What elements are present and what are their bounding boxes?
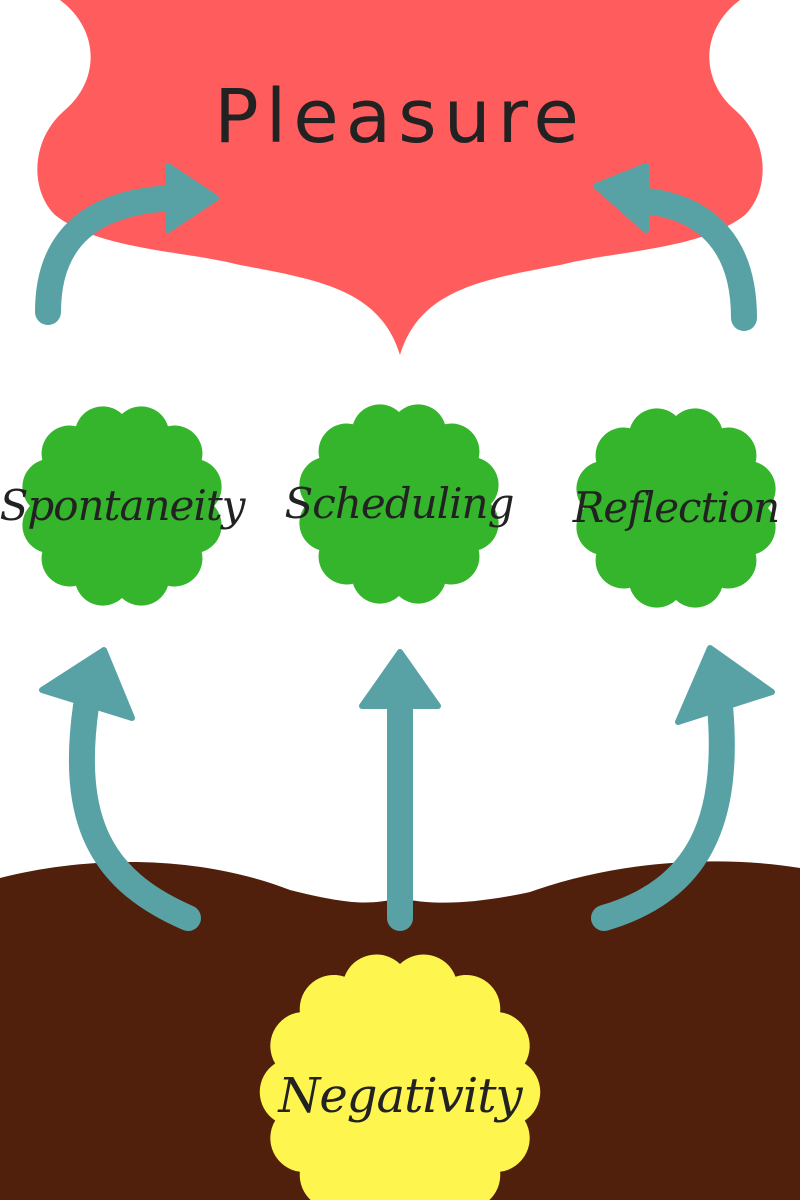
scallop-badge [299, 404, 499, 604]
node-scheduling: Scheduling [285, 404, 515, 604]
node-label: Scheduling [285, 479, 514, 528]
arrow-shaft [591, 693, 735, 931]
node-label: Reflection [572, 483, 779, 532]
node-label: Spontaneity [0, 481, 247, 530]
arrow-head [165, 163, 219, 233]
root-label: Negativity [277, 1068, 523, 1124]
node-negativity: Negativity [259, 954, 541, 1200]
arrow-to-pleasure-right [593, 163, 757, 331]
arrow-shaft [68, 693, 201, 931]
node-spontaneity: Spontaneity [0, 406, 248, 606]
scallop-badge [576, 408, 776, 608]
arrow-to-pleasure-left [35, 163, 219, 325]
arrow-head [359, 649, 441, 709]
arrow-head [39, 647, 135, 721]
arrow-to-spontaneity [39, 647, 201, 931]
arrow-to-scheduling [359, 649, 441, 931]
scallop-badge [259, 954, 541, 1200]
arrow-to-reflection [591, 645, 775, 931]
scallop-badge [22, 406, 222, 606]
arrow-head [675, 645, 775, 725]
arrow-head [593, 163, 649, 233]
pleasure-banner [37, 0, 763, 355]
arrow-shaft [623, 187, 757, 331]
arrow-shaft [35, 185, 191, 325]
banner-title: Pleasure [214, 74, 586, 160]
node-reflection: Reflection [572, 408, 780, 608]
